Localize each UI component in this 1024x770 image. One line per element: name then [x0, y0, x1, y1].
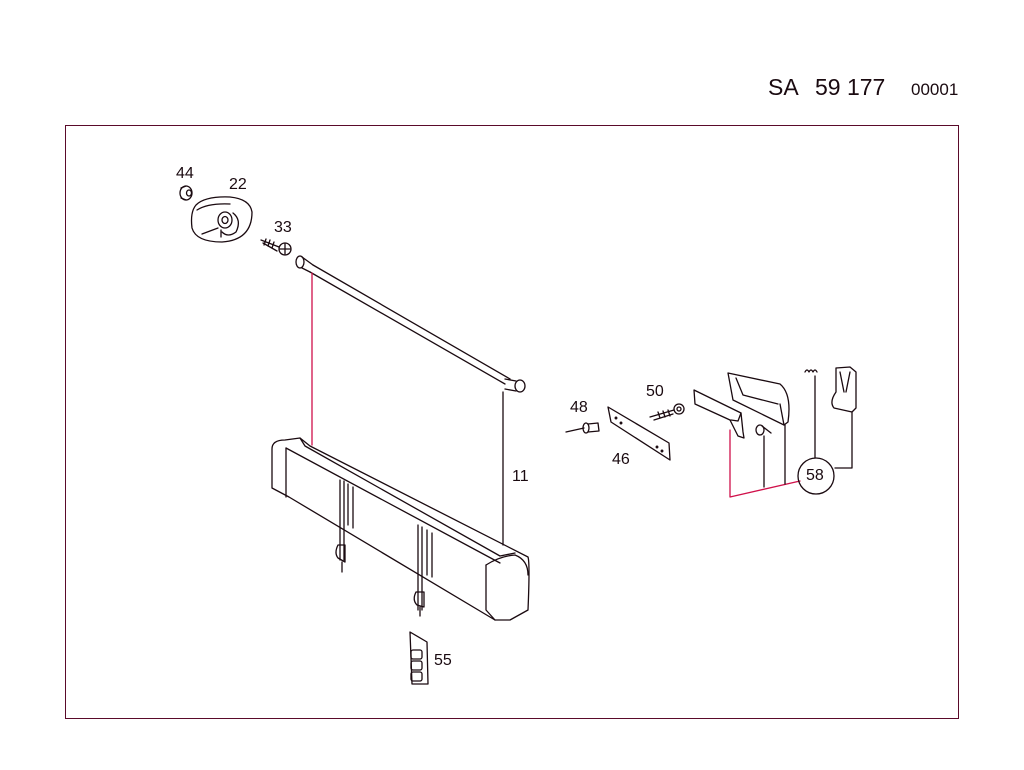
- callout-48: 48: [570, 399, 588, 416]
- part-46-plate-icon: [607, 406, 671, 461]
- callout-50: 50: [646, 383, 664, 400]
- header-sequence: 00001: [911, 80, 959, 99]
- drawing-frame: [65, 125, 959, 719]
- callout-58: 58: [806, 467, 824, 484]
- part-11-roller-icon: [295, 255, 526, 546]
- callout-33: 33: [274, 219, 292, 236]
- callout-44: 44: [176, 165, 194, 182]
- part-55-clip-icon: [409, 631, 429, 685]
- part-50-screw-icon: [649, 403, 685, 421]
- header-prefix: SA: [768, 74, 799, 100]
- callout-55: 55: [434, 652, 452, 669]
- part-44-cap-icon: [179, 185, 193, 201]
- callout-11: 11: [512, 468, 529, 485]
- callout-22: 22: [229, 176, 247, 193]
- callout-58-circle: [797, 457, 835, 495]
- part-33-screw-icon: [260, 238, 292, 256]
- part-22-mount-icon: [190, 196, 253, 243]
- part-11-bar-icon: [271, 437, 530, 621]
- part-58-bracket-icon: [693, 366, 857, 498]
- header-number: 59 177: [815, 74, 886, 100]
- callout-46: 46: [612, 451, 630, 468]
- part-48-rivet-icon: [565, 422, 600, 434]
